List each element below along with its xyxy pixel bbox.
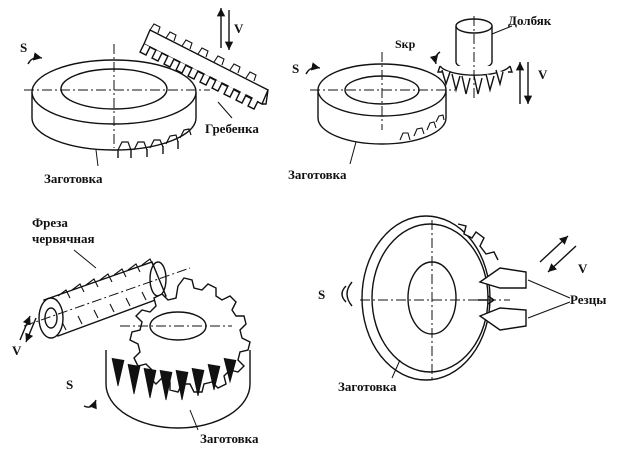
rack-leader bbox=[217, 101, 233, 119]
shaper-cutter-label: Долбяк bbox=[508, 13, 552, 28]
rack-workpiece-label: Заготовка bbox=[44, 171, 103, 186]
workpiece-ring bbox=[24, 44, 210, 158]
rack-cutter bbox=[139, 23, 269, 110]
shaper-leader bbox=[491, 25, 513, 35]
worm-hob bbox=[23, 258, 191, 339]
planer-arrows bbox=[341, 235, 577, 307]
bevel-gear-workpiece bbox=[360, 215, 510, 381]
shaper-s-label: S bbox=[292, 61, 300, 76]
panel-hob-cutting bbox=[19, 249, 251, 431]
rack-arrows bbox=[27, 8, 234, 65]
hob-leader bbox=[73, 249, 97, 269]
workpiece-disc bbox=[310, 52, 455, 145]
planer-s-label: S bbox=[318, 287, 326, 302]
panel-rack-cutting bbox=[24, 8, 269, 167]
planer-cutters bbox=[478, 267, 527, 331]
planer-v-label: V bbox=[578, 261, 588, 276]
hob-workpiece-leader bbox=[189, 409, 199, 431]
rack-cutter-label: Гребенка bbox=[205, 121, 259, 136]
shaper-cutter bbox=[437, 16, 513, 100]
hob-label-line1: Фреза bbox=[32, 215, 68, 230]
shaper-workpiece-label: Заготовка bbox=[288, 167, 347, 182]
shaper-v-label: V bbox=[538, 67, 548, 82]
panel-shaper-cutting bbox=[305, 16, 533, 165]
rack-s-label: S bbox=[20, 40, 28, 55]
rack-workpiece-leader bbox=[95, 149, 99, 167]
cutter-leaders bbox=[527, 279, 571, 319]
hob-workpiece-label: Заготовка bbox=[200, 431, 259, 446]
spur-gear-workpiece bbox=[105, 277, 251, 429]
planer-workpiece-label: Заготовка bbox=[338, 379, 397, 394]
planer-cutters-label: Резцы bbox=[570, 292, 607, 307]
shaper-skr-label: Sкр bbox=[395, 37, 416, 51]
hob-label-line2: червячная bbox=[32, 231, 95, 246]
hob-v-label: V bbox=[12, 343, 22, 358]
panel-planer-cutting bbox=[341, 215, 577, 381]
shaper-arrows bbox=[305, 51, 533, 104]
hob-s-label: S bbox=[66, 377, 74, 392]
rack-v-label: V bbox=[234, 21, 244, 36]
shaper-workpiece-leader bbox=[349, 141, 357, 165]
hob-arrows bbox=[19, 315, 97, 410]
planer-workpiece-leader bbox=[391, 359, 401, 379]
